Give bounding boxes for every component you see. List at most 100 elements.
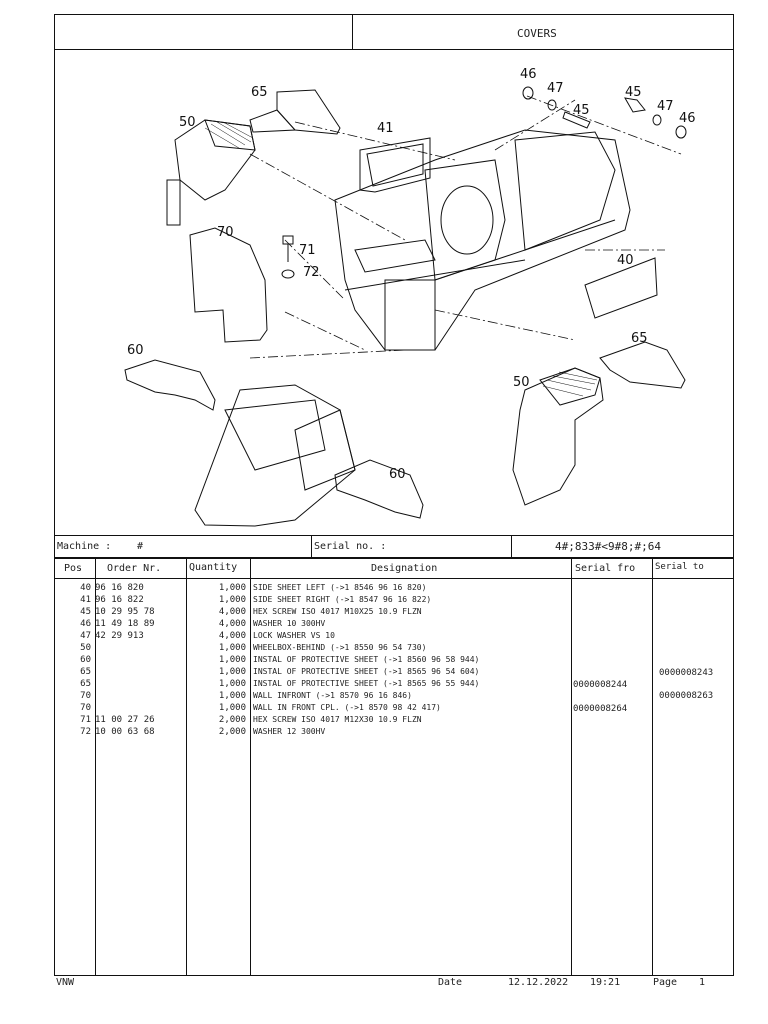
serial-to-value: 0000008263 [659, 691, 714, 701]
row-pos: 65 [80, 667, 91, 677]
page-title: COVERS [517, 27, 557, 40]
row-pos: 70 [80, 703, 91, 713]
row-pos: 70 [80, 691, 91, 701]
divider [511, 536, 512, 557]
row-pos: 45 [80, 607, 91, 617]
footer-left-code: VNW [56, 977, 75, 988]
callout-label: 50 [179, 115, 196, 130]
row-pos: 47 [80, 631, 91, 641]
row-pos: 60 [80, 655, 91, 665]
col-header-pos: Pos [64, 563, 83, 574]
row-quantity: 2,000 [218, 715, 246, 725]
col-header-serial-from: Serial fro [575, 563, 636, 574]
row-designation: HEX SCREW ISO 4017 M10X25 10.9 FLZN [253, 607, 422, 616]
row-designation: SIDE SHEET LEFT (->1 8546 96 16 820) [253, 583, 427, 592]
row-designation: WHEELBOX-BEHIND (->1 8550 96 54 730) [253, 643, 427, 652]
row-designation: INSTAL OF PROTECTIVE SHEET (->1 8560 96 … [253, 655, 480, 664]
row-order-number: 11 00 27 26 [95, 715, 155, 725]
serial-label: Serial no. : [314, 541, 387, 552]
header-left-cell [54, 14, 353, 50]
row-designation: WALL INFRONT (->1 8570 96 16 846) [253, 691, 412, 700]
row-quantity: 1,000 [218, 583, 246, 593]
callout-label: 71 [299, 243, 316, 258]
callout-label: 41 [377, 121, 394, 136]
table-row: 70 1,000 WALL INFRONT (->1 8570 96 16 846) [55, 690, 571, 702]
col-header-quantity: Quantity [189, 562, 238, 573]
row-designation: INSTAL OF PROTECTIVE SHEET (->1 8565 96 … [253, 679, 480, 688]
footer-page-number: 1 [699, 977, 706, 988]
row-quantity: 1,000 [218, 679, 246, 689]
row-pos: 65 [80, 679, 91, 689]
row-order-number: 96 16 822 [95, 595, 144, 605]
callout-label: 47 [657, 99, 674, 114]
callout-label: 45 [625, 85, 642, 100]
callout-label: 45 [573, 103, 590, 118]
row-pos: 50 [80, 643, 91, 653]
row-quantity: 1,000 [218, 655, 246, 665]
callout-label: 46 [679, 111, 696, 126]
table-row: 65 1,000 INSTAL OF PROTECTIVE SHEET (->1 8… [55, 678, 571, 690]
row-designation: HEX SCREW ISO 4017 M12X30 10.9 FLZN [253, 715, 422, 724]
row-quantity: 1,000 [218, 691, 246, 701]
row-quantity: 4,000 [218, 619, 246, 629]
table-row: 70 1,000 WALL IN FRONT CPL. (->1 8570 98 4… [55, 702, 571, 714]
col-header-designation: Designation [371, 563, 438, 574]
row-quantity: 4,000 [218, 607, 246, 617]
col-header-order: Order Nr. [107, 563, 162, 574]
row-designation: SIDE SHEET RIGHT (->1 8547 96 16 822) [253, 595, 432, 604]
row-designation: WALL IN FRONT CPL. (->1 8570 98 42 417) [253, 703, 441, 712]
table-row: 50 1,000 WHEELBOX-BEHIND (->1 8550 96 54 7… [55, 642, 571, 654]
machine-label: Machine : [57, 541, 112, 552]
table-row: 60 1,000 INSTAL OF PROTECTIVE SHEET (->1 8… [55, 654, 571, 666]
table-row: 72 10 00 63 68 2,000 WASHER 12 300HV [55, 726, 571, 738]
row-designation: WASHER 10 300HV [253, 619, 326, 628]
parts-table: Pos Order Nr. Quantity Designation Seria… [54, 558, 734, 976]
callout-label: 72 [303, 265, 320, 280]
callout-label: 60 [389, 467, 406, 482]
row-pos: 72 [80, 727, 91, 737]
row-pos: 46 [80, 619, 91, 629]
callout-label: 40 [617, 253, 634, 268]
table-row: 41 96 16 822 1,000 SIDE SHEET RIGHT (->1 85… [55, 594, 571, 606]
row-quantity: 4,000 [218, 631, 246, 641]
row-quantity: 1,000 [218, 667, 246, 677]
callout-label: 60 [127, 343, 144, 358]
row-pos: 71 [80, 715, 91, 725]
row-designation: INSTAL OF PROTECTIVE SHEET (->1 8565 96 … [253, 667, 480, 676]
row-quantity: 2,000 [218, 727, 246, 737]
serial-to-value: 0000008243 [659, 668, 714, 678]
divider [311, 536, 312, 557]
row-quantity: 1,000 [218, 643, 246, 653]
row-quantity: 1,000 [218, 595, 246, 605]
header-right-cell: COVERS [352, 14, 734, 50]
serial-from-value: 0000008244 [573, 680, 628, 690]
table-row: 47 42 29 913 4,000 LOCK WASHER VS 10 [55, 630, 571, 642]
footer-time: 19:21 [590, 977, 621, 988]
row-quantity: 1,000 [218, 703, 246, 713]
callout-label: 70 [217, 225, 234, 240]
row-order-number: 96 16 820 [95, 583, 144, 593]
serial-value: 4#;833#<9#8;#;64 [555, 540, 661, 553]
table-row: 65 1,000 INSTAL OF PROTECTIVE SHEET (->1 8… [55, 666, 571, 678]
table-row: 46 11 49 18 89 4,000 WASHER 10 300HV [55, 618, 571, 630]
row-designation: LOCK WASHER VS 10 [253, 631, 335, 640]
callout-label: 46 [520, 67, 537, 82]
footer-date-label: Date [438, 977, 463, 988]
row-pos: 41 [80, 595, 91, 605]
row-pos: 40 [80, 583, 91, 593]
row-order-number: 42 29 913 [95, 631, 144, 641]
col-header-serial-to: Serial to [655, 562, 704, 572]
machine-value: # [137, 541, 144, 552]
callout-label: 47 [547, 81, 564, 96]
callout-label: 50 [513, 375, 530, 390]
footer-date: 12.12.2022 [508, 977, 569, 988]
table-row: 71 11 00 27 26 2,000 HEX SCREW ISO 4017 M12… [55, 714, 571, 726]
row-designation: WASHER 12 300HV [253, 727, 326, 736]
row-order-number: 10 00 63 68 [95, 727, 155, 737]
row-order-number: 11 49 18 89 [95, 619, 155, 629]
machine-info-row: Machine : # Serial no. : 4#;833#<9#8;#;6… [54, 535, 734, 558]
callout-label: 65 [631, 331, 648, 346]
